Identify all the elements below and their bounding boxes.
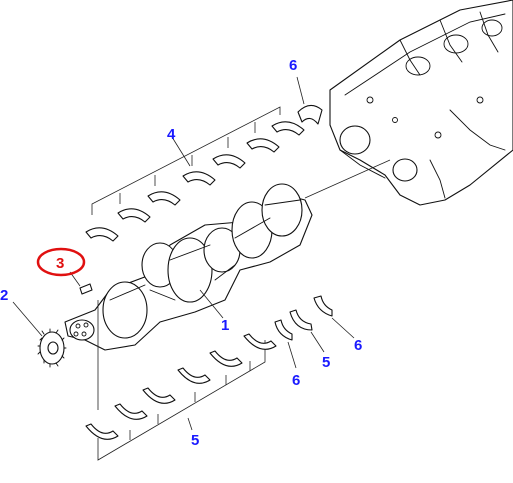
upper-bearing-shells (85, 121, 305, 242)
upper-thrust-washer (297, 104, 323, 125)
cylinder-block (329, 0, 513, 206)
callout-highlight-ring (36, 247, 86, 277)
upper-bearing-bracket (91, 106, 281, 215)
callout-lower-bearings: 5 (191, 432, 199, 449)
key (69, 271, 93, 295)
callout-key: 3 (56, 255, 64, 272)
crankshaft (64, 183, 313, 351)
callout-gear: 2 (0, 287, 8, 304)
thrust-washers-lower (274, 295, 333, 341)
crank-gear (37, 328, 67, 368)
callout-upper-bearings: 4 (167, 126, 176, 143)
lower-bearing-shells (85, 333, 277, 440)
callout-lower-bearing-single: 5 (322, 354, 330, 371)
crankshaft-axis-line (304, 159, 391, 199)
callout-thrust-washer-a: 6 (292, 372, 300, 389)
callout-thrust-washer-upper: 6 (289, 57, 297, 74)
lower-bearing-bracket (97, 340, 266, 461)
callout-crankshaft: 1 (221, 317, 229, 334)
callout-thrust-washer-b: 6 (354, 337, 362, 354)
